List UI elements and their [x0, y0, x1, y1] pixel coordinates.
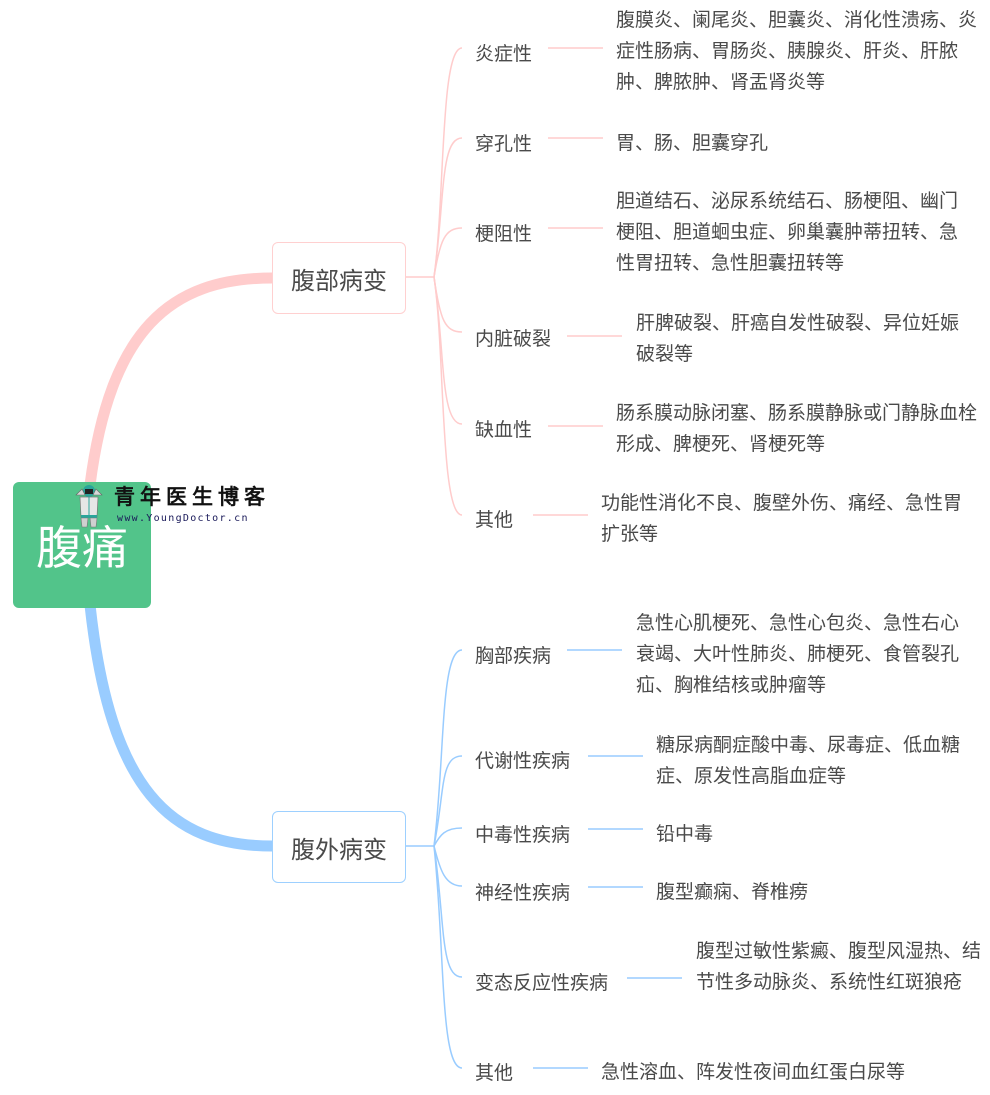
branch-node-extra-abdominal[interactable]: 腹外病变 — [272, 811, 406, 883]
category-thoracic[interactable]: 胸部疾病 — [475, 645, 552, 667]
category-toxic[interactable]: 中毒性疾病 — [475, 824, 571, 846]
leaf-metabolic: 糖尿病酮症酸中毒、尿毒症、低血糖症、原发性高脂血症等 — [656, 734, 961, 787]
branch-label: 腹外病变 — [291, 835, 387, 864]
leaf-other-abdominal: 功能性消化不良、腹壁外伤、痛经、急性胃扩张等 — [601, 492, 963, 545]
watermark: 青年医生博客 www.YoungDoctor.cn — [72, 483, 265, 529]
leaf-obstructive: 胆道结石、泌尿系统结石、肠梗阻、幽门梗阻、胆道蛔虫症、卵巢囊肿蒂扭转、急性胃扭转… — [616, 190, 959, 274]
leaf-thoracic: 急性心肌梗死、急性心包炎、急性右心衰竭、大叶性肺炎、肺梗死、食管裂孔疝、胸椎结核… — [636, 612, 960, 696]
root-node[interactable]: 腹痛 — [13, 482, 151, 608]
branch-label: 腹部病变 — [291, 266, 387, 295]
doctor-figure-icon — [75, 485, 103, 528]
category-obstructive[interactable]: 梗阻性 — [475, 223, 533, 245]
category-perforation[interactable]: 穿孔性 — [475, 133, 533, 155]
root-label: 腹痛 — [36, 521, 128, 575]
leaf-other-extra: 急性溶血、阵发性夜间血红蛋白尿等 — [601, 1061, 906, 1083]
leaf-ischemic: 肠系膜动脉闭塞、肠系膜静脉或门静脉血栓形成、脾梗死、肾梗死等 — [616, 402, 978, 455]
category-allergic[interactable]: 变态反应性疾病 — [475, 972, 609, 994]
leaf-perforation: 胃、肠、胆囊穿孔 — [616, 132, 769, 154]
leaf-allergic: 腹型过敏性紫癜、腹型风湿热、结节性多动脉炎、系统性红斑狼疮 — [696, 940, 982, 993]
category-ischemic[interactable]: 缺血性 — [475, 419, 533, 441]
category-other-abdominal[interactable]: 其他 — [475, 509, 514, 531]
watermark-url: www.YoungDoctor.cn — [117, 513, 249, 524]
category-neurological[interactable]: 神经性疾病 — [475, 882, 571, 904]
branch-node-abdominal[interactable]: 腹部病变 — [272, 242, 406, 314]
leaf-inflammatory: 腹膜炎、阑尾炎、胆囊炎、消化性溃疡、炎症性肠病、胃肠炎、胰腺炎、肝炎、肝脓肿、脾… — [616, 9, 978, 93]
leaf-neurological: 腹型癫痫、脊椎痨 — [656, 881, 809, 903]
category-inflammatory[interactable]: 炎症性 — [475, 43, 533, 65]
watermark-title: 青年医生博客 — [114, 485, 270, 509]
leaf-visceral-rupture: 肝脾破裂、肝癌自发性破裂、异位妊娠破裂等 — [636, 312, 960, 365]
category-other-extra[interactable]: 其他 — [475, 1062, 514, 1084]
category-visceral-rupture[interactable]: 内脏破裂 — [475, 328, 552, 350]
category-metabolic[interactable]: 代谢性疾病 — [475, 750, 571, 772]
leaf-toxic: 铅中毒 — [656, 823, 714, 845]
